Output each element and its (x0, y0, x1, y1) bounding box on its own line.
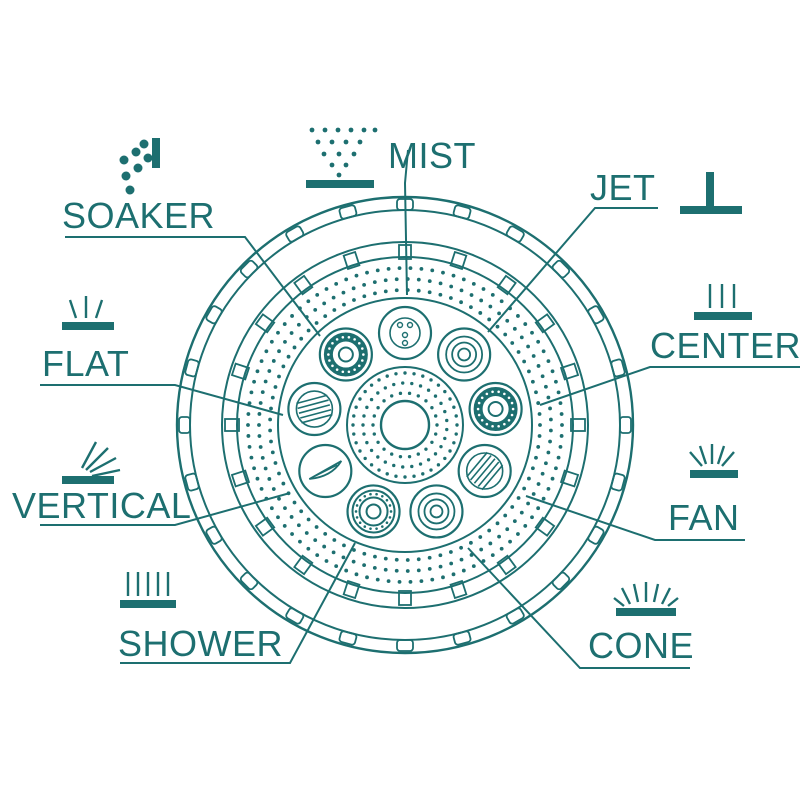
jet-stream-icon (680, 172, 742, 214)
label-flat: FLAT (42, 343, 129, 384)
selector-ring (277, 297, 533, 553)
soaker-drops-icon (119, 138, 160, 195)
leader-center (539, 366, 800, 406)
center-hole (379, 399, 431, 451)
label-jet: JET (590, 167, 656, 208)
spray-holes-outer (246, 266, 564, 584)
shower-spray-icon (120, 572, 176, 608)
leader-lines (40, 149, 800, 669)
leader-shower (120, 542, 356, 664)
face-inner-ring (236, 256, 574, 594)
center-disc (346, 366, 464, 484)
label-mist: MIST (388, 135, 476, 176)
label-center: CENTER (650, 325, 800, 366)
nozzle-flat (287, 381, 342, 437)
nozzle-jet (437, 327, 492, 382)
label-fan: FAN (668, 497, 740, 538)
label-soaker: SOAKER (62, 195, 215, 236)
spray-holes-center (351, 371, 459, 479)
nozzle-fan (457, 443, 512, 499)
face-ring (221, 241, 589, 609)
mist-spray-icon (306, 127, 378, 188)
rim-inner-line (189, 209, 621, 641)
leader-fan (525, 495, 745, 541)
nozzle-cone (409, 484, 464, 539)
pattern-nozzles (287, 305, 523, 539)
vertical-spray-icon (62, 441, 121, 484)
labels: MIST JET SOAKER FLAT CENTER VERTICAL FAN… (12, 135, 800, 666)
grip-knurls (178, 198, 632, 652)
center-spray-icon (694, 284, 752, 320)
nozzle-shower (346, 484, 401, 539)
leader-vertical (40, 492, 291, 526)
flat-spray-icon (62, 296, 114, 330)
leader-soaker (65, 236, 321, 337)
label-shower: SHOWER (118, 623, 283, 664)
leader-cone (467, 547, 690, 669)
nozzle-mist (377, 305, 433, 361)
leader-mist (403, 149, 409, 296)
leader-jet (487, 207, 658, 333)
leader-flat (40, 384, 284, 416)
nozzle-vertical (298, 443, 353, 499)
fan-spray-icon (689, 444, 738, 478)
label-cone: CONE (588, 625, 694, 666)
label-vertical: VERTICAL (12, 485, 191, 526)
cone-spray-icon (613, 582, 679, 616)
nozzle-head (175, 195, 635, 655)
nozzle-center (468, 381, 523, 437)
nozzle-soaker (318, 327, 373, 382)
